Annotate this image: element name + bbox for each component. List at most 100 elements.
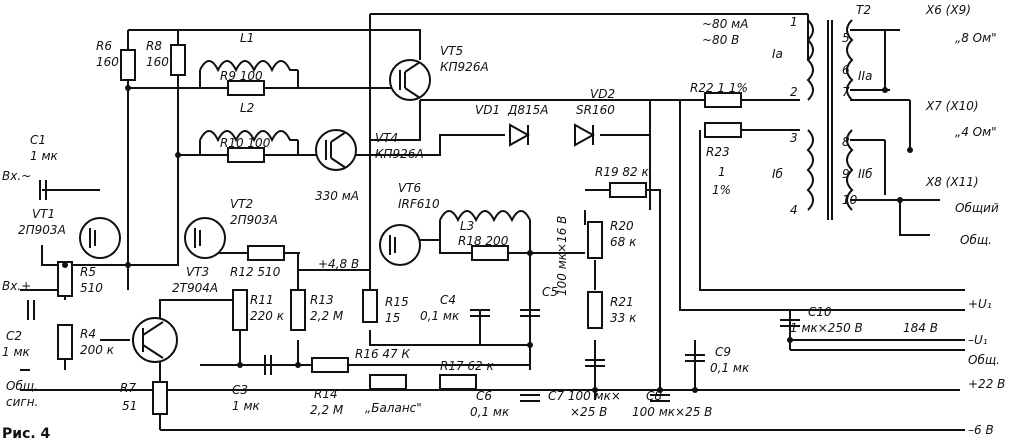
r4-ref: R4: [80, 327, 96, 341]
x8-label: Общий: [955, 201, 999, 215]
r18-body: [471, 245, 509, 261]
transistors: [79, 59, 431, 363]
transformer-t2: [806, 19, 854, 220]
t2-pin-10: 10: [842, 193, 858, 207]
r12-ref: R12 510: [230, 265, 281, 279]
vt5-ref: VT5: [440, 44, 463, 58]
c2-ref: C2: [6, 329, 22, 343]
r19-ref: R19 82 к: [595, 165, 650, 179]
c10-ref: C10: [808, 305, 832, 319]
r20-ref: R20: [610, 219, 634, 233]
vt3-body: [132, 317, 178, 363]
t2-pin-1: 1: [790, 15, 798, 29]
c5-plates: [520, 309, 540, 317]
l1-ref: L1: [240, 31, 254, 45]
r19-body: [609, 182, 647, 198]
capacitors: [27, 180, 800, 402]
l2-ref: L2: [240, 101, 254, 115]
t2-ref: T2: [856, 3, 871, 17]
c4-val: 0,1 мк: [420, 309, 460, 323]
c2-val: 1 мк: [2, 345, 31, 359]
vt2-ref: VT2: [230, 197, 253, 211]
c1-plates: [39, 180, 47, 200]
c10-val: 1 мк×250 В: [790, 321, 863, 335]
r18-ref: R18 200: [458, 234, 509, 248]
r13-body: [290, 289, 306, 331]
r6-ref: R6: [96, 39, 112, 53]
r17-ref: R17 62 к: [440, 359, 495, 373]
r12-body: [247, 245, 285, 261]
r15-ref: R15: [385, 295, 409, 309]
vd2-ref: VD2: [590, 87, 615, 101]
vt3-ref: VT3: [186, 265, 209, 279]
c8-ref: C8: [646, 389, 662, 403]
r14-body: [311, 357, 349, 373]
vd1-symbol: [509, 123, 531, 147]
x7-ref: X7 (X10): [925, 99, 979, 113]
diodes: [509, 123, 596, 147]
t2-pin-7: 7: [842, 85, 850, 99]
vt2-body: [184, 217, 226, 259]
c3-ref: C3: [232, 383, 248, 397]
t2-pin-6: 6: [842, 63, 850, 77]
r7-val: 51: [122, 399, 137, 413]
c6-plates: [520, 394, 540, 402]
t2-pin-8: 8: [842, 135, 850, 149]
winding-iia: IIа: [858, 69, 872, 83]
r17-body: [439, 374, 477, 390]
vt1-type: 2П903А: [18, 223, 66, 237]
c4-ref: C4: [440, 293, 456, 307]
c5-ref: C5: [542, 285, 558, 299]
r21-ref: R21: [610, 295, 634, 309]
r11-val: 220 к: [250, 309, 285, 323]
rail-common: Общ.: [968, 353, 1000, 367]
out-common: Общ.: [960, 233, 992, 247]
voltage-48: +4,8 В: [318, 257, 359, 271]
c7-ref: C7 100 мк×: [548, 389, 621, 403]
c3-val: 1 мк: [232, 399, 261, 413]
l1-coil: [199, 60, 298, 73]
vt4-body: [315, 129, 357, 171]
r14-ref: R14: [314, 387, 338, 401]
r23-ref: R23: [706, 145, 730, 159]
c7-plates: [585, 359, 605, 367]
voltage-top: ~80 В: [702, 33, 739, 47]
vd1-type: Д815А: [507, 103, 549, 117]
vt2-type: 2П903А: [230, 213, 278, 227]
common-sig-1: Общ.: [6, 379, 38, 393]
vd2-type: SR160: [576, 103, 615, 117]
r16-val: „Баланс": [365, 401, 422, 415]
r16-body: [369, 374, 407, 390]
vt5-type: КП926А: [440, 60, 489, 74]
r16-ref: R16 47 К: [355, 347, 411, 361]
c10-plates: [780, 319, 800, 327]
r8-val: 160: [146, 55, 169, 69]
junctions: [62, 85, 913, 393]
r11-ref: R11: [250, 293, 274, 307]
in-ac: Вх.~: [2, 169, 31, 183]
r6-body: [120, 49, 136, 81]
rail-minus-6: –6 В: [968, 423, 994, 437]
r5-val: 510: [80, 281, 103, 295]
r4-body: [57, 324, 73, 360]
c9-plates: [685, 354, 705, 362]
x6-label: „8 Ом": [955, 31, 997, 45]
c1-ref: C1: [30, 133, 46, 147]
r20-val: 68 к: [610, 235, 637, 249]
r10-body: [227, 147, 265, 163]
c6-ref: C6: [476, 389, 492, 403]
c9-val: 0,1 мк: [710, 361, 750, 375]
t2-pin-3: 3: [790, 131, 798, 145]
rail-minus-u1: –U₁: [968, 333, 988, 347]
x8-ref: X8 (X11): [925, 175, 979, 189]
labels: R6 160 R8 160 L1 R9 100 L2 R10 100 VT5 К…: [2, 3, 1005, 442]
c8-val: 100 мк×25 В: [632, 405, 712, 419]
r21-body: [587, 291, 603, 329]
vd1-ref: VD1: [475, 103, 500, 117]
r5-ref: R5: [80, 265, 96, 279]
r9-ref: R9 100: [220, 69, 263, 83]
r15-val: 15: [385, 311, 400, 325]
r8-ref: R8: [146, 39, 162, 53]
r11-body: [232, 289, 248, 331]
r10-ref: R10 100: [220, 136, 271, 150]
